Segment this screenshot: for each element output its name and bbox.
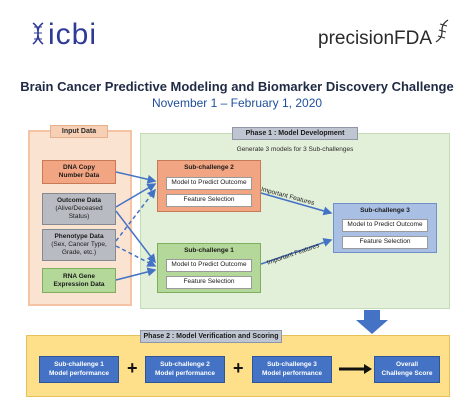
input-dna-line2: Number Data	[58, 172, 100, 179]
icbi-logo-text: icbi	[48, 18, 98, 51]
input-phenotype-data: Phenotype Data (Sex, Cancer Type, Grade,…	[42, 229, 116, 261]
subchallenge-1-box: Sub-challenge 1 Model to Predict Outcome…	[157, 243, 261, 293]
arrow-rna-to-sc1	[115, 267, 157, 281]
phase2-subchallenge-3-performance: Sub-challenge 3 Model performance	[252, 356, 332, 383]
subchallenge-3-box: Sub-challenge 3 Model to Predict Outcome…	[333, 203, 437, 253]
input-rna-line1: RNA Gene	[63, 272, 95, 280]
phase2-header: Phase 2 : Model Verification and Scoring	[140, 330, 282, 343]
phase-down-arrow	[356, 310, 388, 334]
phase2-subchallenge-1-performance: Sub-challenge 1 Model performance	[39, 356, 119, 383]
arrow-sc1-to-sc3	[260, 238, 333, 265]
subchallenge-2-box: Sub-challenge 2 Model to Predict Outcome…	[157, 160, 261, 212]
phase1-header: Phase 1 : Model Development	[232, 127, 358, 140]
subchallenge-2-title: Sub-challenge 2	[184, 164, 234, 171]
input-outcome-data: Outcome Data (Alive/Deceased Status)	[42, 193, 116, 225]
phase2-box4-line2: Challenge Score	[381, 369, 433, 377]
phase1-note: Generate 3 models for 3 Sub-challenges	[236, 146, 354, 153]
input-phenotype-line3: Grade, etc.)	[61, 249, 97, 256]
phase2-box4-line1: Overall	[395, 361, 419, 368]
arrow-outcome-to-sc1	[115, 210, 156, 264]
input-phenotype-line1: Phenotype Data	[54, 233, 104, 240]
arrow-phenotype-to-sc2	[115, 188, 156, 242]
precisionfda-logo: precisionFDA	[318, 19, 450, 54]
phase2-box1-line2: Model performance	[49, 369, 109, 377]
plus-sign-1: +	[127, 358, 138, 378]
input-dna-line1: DNA Copy	[63, 164, 95, 171]
input-outcome-line2: (Alive/Deceased	[55, 205, 103, 212]
input-rna-gene-expression: RNA Gene Expression Data	[42, 268, 116, 293]
precisionfda-logo-text: precisionFDA	[318, 28, 433, 49]
subchallenge-3-features: Feature Selection	[342, 236, 428, 249]
arrow-phenotype-to-sc1	[115, 245, 157, 267]
diagram-title: Brain Cancer Predictive Modeling and Bio…	[20, 79, 454, 94]
phase2-subchallenge-2-performance: Sub-challenge 2 Model performance	[145, 356, 225, 383]
input-dna-copy-number: DNA Copy Number Data	[42, 160, 116, 184]
subchallenge-2-model: Model to Predict Outcome	[166, 177, 252, 190]
input-outcome-line1: Outcome Data	[56, 197, 102, 204]
input-rna-line2: Expression Data	[53, 280, 105, 288]
phase2-box1-line1: Sub-challenge 1	[54, 361, 104, 368]
subchallenge-1-model: Model to Predict Outcome	[166, 259, 252, 272]
subchallenge-2-features: Feature Selection	[166, 194, 252, 207]
phase2-box2-line1: Sub-challenge 2	[160, 361, 210, 368]
subchallenge-3-title: Sub-challenge 3	[360, 207, 410, 214]
input-phenotype-line2: (Sex, Cancer Type,	[51, 241, 107, 248]
arrow-sc2-to-sc3	[260, 192, 333, 216]
dna-strand-icon	[435, 19, 449, 43]
subchallenge-3-model: Model to Predict Outcome	[342, 219, 428, 232]
phase2-box3-line2: Model performance	[262, 369, 322, 377]
arrow-dna-to-sc2	[115, 171, 157, 184]
arrow-to-overall-score-head	[364, 364, 372, 374]
phase2-overall-challenge-score: Overall Challenge Score	[374, 356, 440, 383]
phase2-box3-line1: Sub-challenge 3	[267, 361, 317, 368]
input-data-header: Input Data	[50, 125, 108, 138]
diagram-subtitle: November 1 – February 1, 2020	[151, 96, 323, 110]
icbi-logo: icbi	[30, 18, 120, 54]
subchallenge-1-features: Feature Selection	[166, 276, 252, 289]
input-outcome-line3: Status)	[68, 213, 90, 220]
arrow-outcome-to-sc2	[115, 183, 157, 208]
dna-helix-icon	[32, 22, 44, 45]
plus-sign-2: +	[233, 358, 244, 378]
phase2-box2-line2: Model performance	[155, 369, 215, 377]
subchallenge-1-title: Sub-challenge 1	[184, 247, 234, 254]
